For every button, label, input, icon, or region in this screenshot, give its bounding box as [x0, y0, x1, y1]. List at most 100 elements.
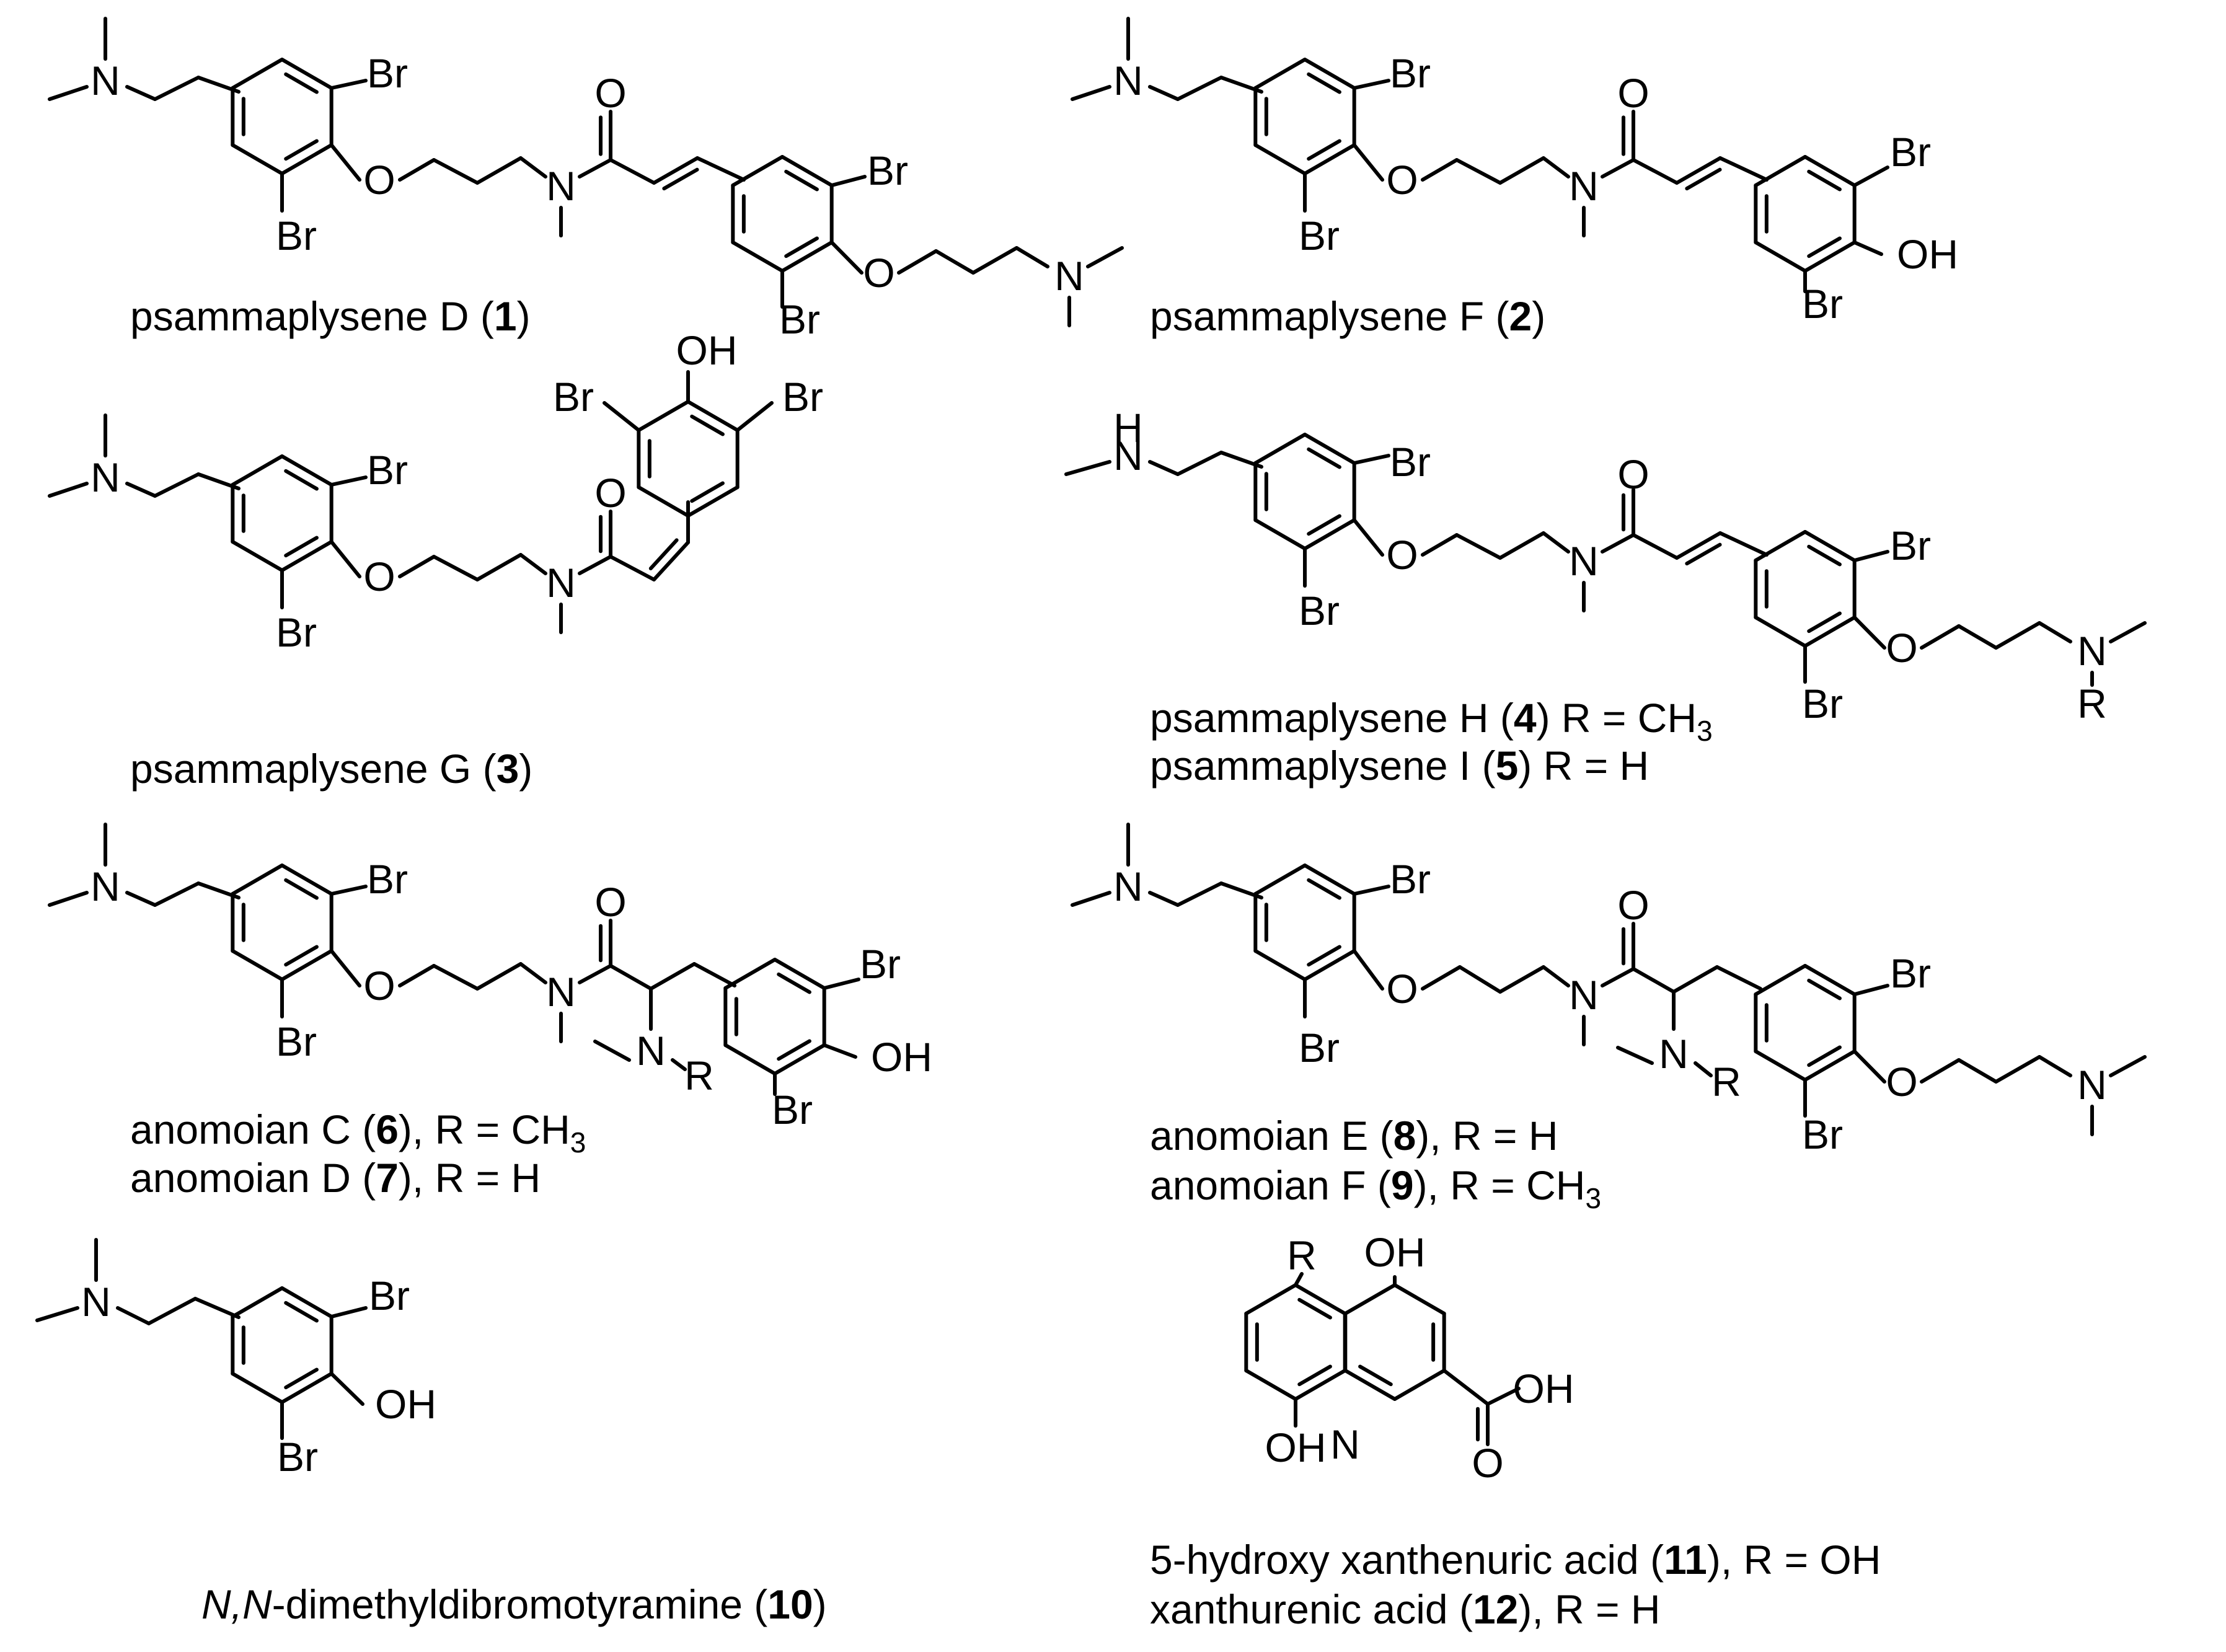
ring-bond — [1754, 155, 1807, 187]
chain-bond — [432, 555, 479, 581]
ring-bond — [1303, 949, 1356, 981]
chain-bond — [1542, 156, 1570, 179]
atom-o: O — [1617, 451, 1649, 497]
atom-br: Br — [276, 609, 317, 655]
chain-bond — [1920, 624, 1961, 650]
bond — [1294, 1272, 1304, 1287]
aromatic-inner-bond — [284, 878, 319, 900]
atom-n: N — [1569, 163, 1599, 209]
atom-o: O — [363, 157, 395, 203]
chain-bond — [519, 553, 547, 575]
double-bond — [1675, 156, 1722, 185]
double-bond-inner — [648, 538, 679, 570]
bond — [609, 555, 656, 581]
bond — [1601, 967, 1635, 987]
bond — [692, 962, 736, 987]
ring-bond — [1303, 433, 1356, 465]
bond — [1852, 241, 1883, 256]
ring-bond — [637, 485, 690, 518]
double-bond — [1675, 531, 1722, 560]
atom-br: Br — [1890, 523, 1931, 568]
atom-n: N — [1113, 433, 1143, 479]
bond — [593, 1040, 631, 1062]
ring-bond — [1294, 1283, 1347, 1315]
ring-bond — [1253, 58, 1307, 90]
bond — [649, 962, 696, 991]
chain-bond — [1498, 965, 1545, 994]
chain-bond — [1015, 246, 1049, 268]
atom-o: O — [1386, 532, 1418, 578]
aromatic-inner-bond — [1307, 447, 1341, 469]
atom-o: O — [1617, 70, 1649, 116]
atom-o: O — [363, 554, 395, 599]
bond — [1071, 891, 1111, 907]
chain-bond — [398, 158, 436, 182]
atom-br: Br — [1390, 50, 1431, 96]
bond — [2109, 621, 2147, 643]
chain-bond — [1498, 156, 1545, 185]
atom-o: O — [1472, 1440, 1503, 1486]
bond — [329, 540, 361, 578]
chain-bond — [153, 76, 200, 101]
ring-bond — [686, 400, 740, 432]
caption-anomoian-d: anomoian D (7), R = H — [130, 1155, 541, 1201]
atom-br: Br — [1390, 856, 1431, 902]
ring-bond — [723, 958, 777, 990]
ring-bond — [1803, 616, 1857, 648]
atom-n: N — [2077, 628, 2107, 674]
ring-bond — [280, 58, 333, 90]
bond — [1632, 158, 1679, 185]
atom-br: Br — [779, 296, 820, 342]
aromatic-inner-bond — [284, 72, 319, 94]
atom-br: Br — [1802, 681, 1843, 727]
chain-bond — [147, 1297, 197, 1325]
atom-n: N — [546, 163, 576, 209]
bond — [329, 143, 361, 182]
chain-bond — [1455, 533, 1502, 560]
ring-bond — [1803, 241, 1857, 273]
aromatic-inner-bond — [1358, 1364, 1393, 1387]
chain-bond — [1542, 965, 1570, 987]
ring-bond — [1754, 241, 1807, 273]
aromatic-inner-bond — [690, 414, 725, 436]
aromatic-inner-bond — [284, 469, 319, 491]
ring-bond — [280, 454, 333, 487]
ring-bond — [280, 1286, 333, 1319]
bond — [578, 158, 612, 179]
caption-dimethyldibromotyramine: N,N-dimethyldibromotyramine (10) — [201, 1581, 827, 1627]
chain-bond — [934, 249, 975, 275]
bond — [578, 555, 612, 575]
ring-bond — [1754, 530, 1807, 562]
ring-bond — [1253, 949, 1307, 981]
chain-bond — [125, 85, 157, 101]
ring-bond — [1803, 530, 1857, 562]
bond — [1601, 158, 1635, 179]
caption-psammaplysene-f: psammaplysene F (2) — [1150, 293, 1546, 339]
ring-bond — [1294, 1369, 1347, 1401]
atom-br: Br — [860, 941, 901, 987]
double-bond — [652, 156, 699, 185]
ring-bond — [231, 864, 284, 896]
atom-o: O — [1886, 1059, 1917, 1105]
chain-bond — [193, 1297, 241, 1319]
atom-br: Br — [1390, 439, 1431, 485]
ring-bond — [1803, 155, 1857, 187]
caption-anomoian-c: anomoian C (6), R = CH3 — [130, 1106, 586, 1159]
double-bond-inner — [662, 167, 699, 191]
bond — [329, 79, 368, 90]
chain-bond — [125, 482, 157, 498]
atom-n: N — [1659, 1031, 1689, 1077]
bond — [1672, 965, 1719, 994]
ring-bond — [280, 864, 333, 896]
atom-o: O — [594, 70, 626, 116]
caption-anomoian-f: anomoian F (9), R = CH3 — [1150, 1162, 1602, 1215]
bond — [1616, 1046, 1654, 1065]
chain-bond — [1148, 85, 1180, 101]
chain-bond — [1458, 965, 1502, 994]
aromatic-inner-bond — [1807, 1045, 1842, 1067]
atom-o: O — [1386, 157, 1418, 203]
chain-bond — [1176, 76, 1223, 101]
ring-bond — [1253, 518, 1307, 550]
atom-h: H — [1113, 405, 1143, 451]
